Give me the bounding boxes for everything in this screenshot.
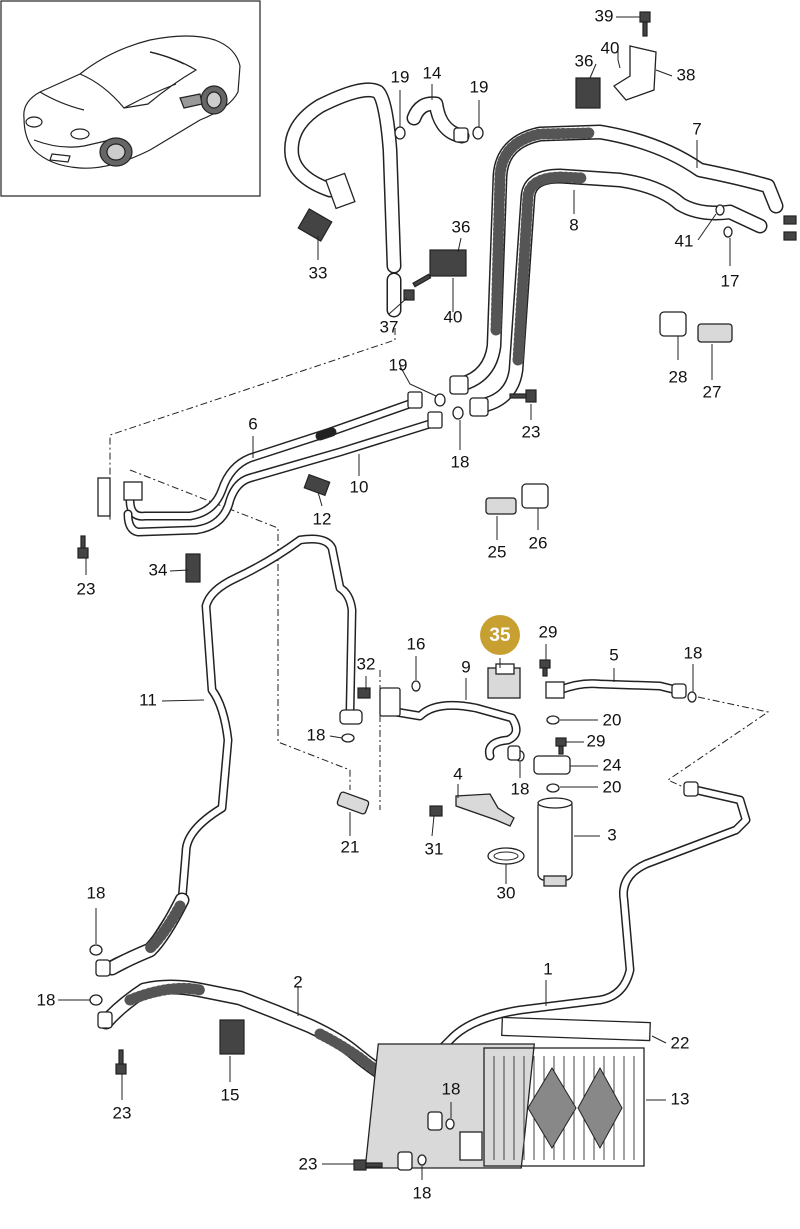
callout-11: 11 <box>139 690 157 709</box>
line-11 <box>101 534 357 976</box>
callout-27: 27 <box>703 382 722 401</box>
part-3-drier <box>537 797 573 887</box>
part-5-fitting <box>545 681 565 699</box>
callout-2: 2 <box>293 972 302 991</box>
callout-40-b: 40 <box>601 38 620 57</box>
condenser <box>364 1043 645 1169</box>
part-22-strip <box>501 1016 651 1042</box>
car-illustration <box>23 35 241 169</box>
callout-17: 17 <box>721 271 740 290</box>
callout-18-c: 18 <box>307 725 326 744</box>
part-14-hose <box>406 96 470 144</box>
callout-19-a: 19 <box>391 67 410 86</box>
callout-18-b: 18 <box>684 643 703 662</box>
callout-18-e: 18 <box>87 883 106 902</box>
callout-28: 28 <box>669 367 688 386</box>
callout-20-a: 20 <box>603 710 622 729</box>
callout-15: 15 <box>221 1085 240 1104</box>
callout-19-c: 19 <box>389 355 408 374</box>
callout-10: 10 <box>350 477 369 496</box>
line-10 <box>123 417 441 537</box>
callout-6: 6 <box>248 414 257 433</box>
callout-41: 41 <box>675 231 694 250</box>
callout-23-b: 23 <box>77 579 96 598</box>
callout-29-b: 29 <box>587 731 606 750</box>
callout-35: 35 <box>489 625 511 646</box>
callout-38: 38 <box>677 65 696 84</box>
callout-7: 7 <box>692 119 701 138</box>
part-24-valve <box>533 755 571 775</box>
callout-32: 32 <box>357 654 376 673</box>
callout-labels: 1 2 3 4 5 6 7 8 9 10 11 12 13 14 15 16 1… <box>37 6 740 1202</box>
line-6 <box>125 397 420 521</box>
callout-18-h: 18 <box>413 1183 432 1202</box>
callout-37: 37 <box>380 317 399 336</box>
callout-18-d: 18 <box>511 779 530 798</box>
line-7 <box>454 124 784 392</box>
callout-13: 13 <box>671 1089 690 1108</box>
callout-18-g: 18 <box>442 1079 461 1098</box>
callout-22: 22 <box>671 1033 690 1052</box>
callout-24: 24 <box>603 755 622 774</box>
highlight-marker <box>480 615 520 655</box>
callout-31: 31 <box>425 839 444 858</box>
line-upper-left <box>284 82 402 318</box>
callout-1: 1 <box>543 959 552 978</box>
callout-29-a: 29 <box>539 622 558 641</box>
callout-39: 39 <box>595 6 614 25</box>
line-5 <box>555 679 681 695</box>
part-4-bracket <box>455 793 515 827</box>
callout-12: 12 <box>313 509 332 528</box>
callout-21: 21 <box>341 837 360 856</box>
callout-30: 30 <box>497 883 516 902</box>
leader-lines <box>58 16 731 1180</box>
callout-23-c: 23 <box>113 1103 132 1122</box>
part-35-switch <box>487 663 521 699</box>
callout-16: 16 <box>407 634 426 653</box>
callout-26: 26 <box>529 533 548 552</box>
part-30-clamp <box>487 847 525 865</box>
callout-14: 14 <box>423 63 442 82</box>
callout-40-a: 40 <box>444 307 463 326</box>
vehicle-thumbnail <box>0 0 261 197</box>
callout-36-a: 36 <box>452 217 471 236</box>
callout-8: 8 <box>569 215 578 234</box>
callout-18-a: 18 <box>451 452 470 471</box>
callout-23-a: 23 <box>522 422 541 441</box>
callout-25: 25 <box>488 542 507 561</box>
callout-3: 3 <box>607 825 616 844</box>
callout-36-b: 36 <box>575 51 594 70</box>
callout-23-d: 23 <box>299 1154 318 1173</box>
callout-9: 9 <box>461 657 470 676</box>
callout-33: 33 <box>309 263 328 282</box>
line-8 <box>472 168 768 414</box>
line-9 <box>391 700 521 761</box>
callout-4: 4 <box>453 764 462 783</box>
callout-18-f: 18 <box>37 990 56 1009</box>
small-hardware <box>77 11 797 1171</box>
callout-5: 5 <box>609 645 618 664</box>
callout-34: 34 <box>149 560 168 579</box>
callout-19-b: 19 <box>470 77 489 96</box>
callout-20-b: 20 <box>603 777 622 796</box>
